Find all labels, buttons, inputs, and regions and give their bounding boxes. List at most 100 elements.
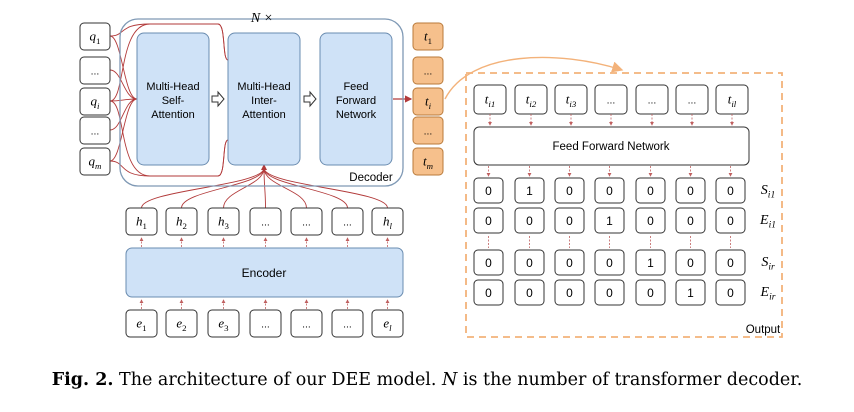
hidden-state-box bbox=[290, 207, 323, 236]
hidden-to-attention-link bbox=[263, 167, 388, 209]
matrix-cell bbox=[675, 279, 706, 306]
hidden-state-box bbox=[125, 207, 158, 236]
query-link bbox=[109, 98, 138, 162]
matrix-cell bbox=[715, 177, 746, 204]
embedding-label: el bbox=[383, 316, 392, 333]
matrix-value: 1 bbox=[687, 286, 694, 300]
matrix-value: 0 bbox=[485, 214, 492, 228]
matrix-value: 0 bbox=[687, 256, 694, 270]
decoder-block-3-line: Feed bbox=[343, 81, 368, 93]
matrix-value: 0 bbox=[606, 286, 613, 300]
decoder-output-box bbox=[412, 87, 444, 116]
decoder-block-1-line: Multi-Head bbox=[146, 81, 199, 93]
matrix-value: 0 bbox=[566, 214, 573, 228]
output-ffn-block bbox=[473, 126, 750, 166]
output-token-label: ... bbox=[688, 96, 697, 107]
output-token-label: ... bbox=[607, 96, 616, 107]
matrix-cell bbox=[554, 279, 585, 306]
matrix-cell bbox=[635, 249, 666, 276]
matrix-value: 0 bbox=[566, 286, 573, 300]
matrix-value: 0 bbox=[727, 286, 734, 300]
matrix-cell bbox=[514, 207, 545, 234]
matrix-cell bbox=[635, 207, 666, 234]
matrix-cell bbox=[473, 279, 504, 306]
embedding-label: ... bbox=[343, 320, 352, 331]
matrix-value: 1 bbox=[606, 214, 613, 228]
hidden-state-label: hl bbox=[383, 214, 393, 231]
embedding-box bbox=[331, 309, 364, 338]
hidden-state-label: h3 bbox=[218, 214, 230, 231]
query-box bbox=[79, 56, 111, 85]
decoder-block-1-line: Attention bbox=[151, 109, 194, 121]
matrix-cell bbox=[473, 177, 504, 204]
matrix-value: 0 bbox=[727, 184, 734, 198]
matrix-value: 0 bbox=[526, 214, 533, 228]
hidden-state-label: ... bbox=[261, 218, 270, 229]
matrix-value: 0 bbox=[526, 286, 533, 300]
matrix-value: 0 bbox=[687, 184, 694, 198]
query-label: ... bbox=[91, 127, 100, 138]
caption-text-after: is the number of transformer decoder. bbox=[457, 370, 803, 390]
matrix-cell bbox=[554, 207, 585, 234]
output-panel bbox=[465, 72, 783, 338]
matrix-value: 0 bbox=[526, 256, 533, 270]
matrix-cell bbox=[675, 177, 706, 204]
decoder-block-2-line: Inter- bbox=[251, 95, 277, 107]
output-token-label: ti2 bbox=[526, 92, 537, 109]
matrix-value: 0 bbox=[727, 256, 734, 270]
embedding-label: e1 bbox=[136, 316, 146, 333]
decoder-output-label: ... bbox=[424, 127, 433, 138]
matrix-cell bbox=[594, 177, 625, 204]
matrix-row-label: Si1 bbox=[761, 183, 775, 201]
hidden-state-label: ... bbox=[302, 218, 311, 229]
block-arrow-1 bbox=[211, 90, 225, 108]
query-box bbox=[79, 116, 111, 145]
matrix-cell bbox=[715, 249, 746, 276]
matrix-value: 0 bbox=[485, 286, 492, 300]
matrix-value: 0 bbox=[566, 184, 573, 198]
matrix-value: 0 bbox=[606, 256, 613, 270]
embedding-label: ... bbox=[302, 320, 311, 331]
figure-caption: Fig. 2. The architecture of our DEE mode… bbox=[0, 370, 854, 390]
matrix-cell bbox=[675, 207, 706, 234]
query-box bbox=[79, 87, 111, 116]
matrix-value: 0 bbox=[647, 184, 654, 198]
hidden-state-label: ... bbox=[343, 218, 352, 229]
output-panel-label: Output bbox=[746, 324, 781, 336]
embedding-box bbox=[371, 309, 404, 338]
query-label: q1 bbox=[90, 29, 101, 46]
hidden-state-box bbox=[207, 207, 240, 236]
decoder-output-box bbox=[412, 116, 444, 145]
hidden-state-label: h1 bbox=[136, 214, 147, 231]
embedding-box bbox=[207, 309, 240, 338]
matrix-cell bbox=[514, 279, 545, 306]
decoder-block-2-line: Multi-Head bbox=[237, 81, 290, 93]
matrix-value: 1 bbox=[526, 184, 533, 198]
decoder-output-label: ... bbox=[424, 67, 433, 78]
hidden-to-attention-link bbox=[223, 167, 265, 209]
caption-symbol: N bbox=[442, 370, 458, 390]
decoder-blocks: Multi-HeadSelf-AttentionMulti-HeadInter-… bbox=[136, 32, 393, 166]
decoder-repeat-label: N × bbox=[250, 11, 273, 26]
matrix-cell bbox=[514, 249, 545, 276]
embedding-box bbox=[249, 309, 282, 338]
matrix-cell bbox=[594, 249, 625, 276]
embedding-label: e3 bbox=[218, 316, 229, 333]
matrix-cell bbox=[554, 177, 585, 204]
matrix-value: 0 bbox=[485, 256, 492, 270]
matrix-cell bbox=[594, 279, 625, 306]
embedding-label: ... bbox=[261, 320, 270, 331]
output-token-label: ti3 bbox=[566, 92, 577, 109]
decoder-block-1 bbox=[136, 32, 210, 166]
query-column: q1...qi...qm bbox=[79, 22, 111, 176]
decoder-block-2-line: Attention bbox=[242, 109, 285, 121]
decoder-output-column: t1...ti...tm bbox=[412, 22, 444, 176]
matrix-cell bbox=[715, 207, 746, 234]
matrix-cell bbox=[594, 207, 625, 234]
matrix-value: 1 bbox=[647, 256, 654, 270]
caption-text-before: The architecture of our DEE model. bbox=[113, 370, 443, 390]
matrix-cell bbox=[473, 207, 504, 234]
matrix-cell bbox=[675, 249, 706, 276]
